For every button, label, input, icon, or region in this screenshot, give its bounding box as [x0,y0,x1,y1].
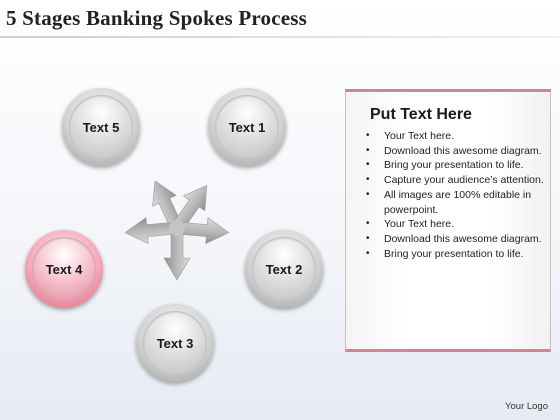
bullet-item: Download this awesome diagram. [364,232,548,247]
logo-text: Your Logo [505,401,548,412]
stage-label-3: Text 3 [156,335,194,351]
stage-label-2: Text 2 [265,261,303,277]
title-divider [0,36,560,38]
page-title: 5 Stages Banking Spokes Process [6,6,308,30]
stage-circle-3[interactable]: Text 3 [136,304,214,382]
stage-label-1: Text 1 [228,119,266,135]
bullet-item: Your Text here. [364,129,548,144]
text-panel: Put Text Here Your Text here. Download t… [345,89,551,352]
stage-circle-1[interactable]: Text 1 [208,88,286,166]
bullet-item: Bring your presentation to life. [364,158,548,173]
stage-label-5: Text 5 [82,119,120,135]
stage-label-4: Text 4 [45,261,83,277]
panel-title: Put Text Here [370,106,472,123]
bullet-item: All images are 100% editable in powerpoi… [364,188,548,217]
bullet-item: Download this awesome diagram. [364,144,548,159]
bullet-item: Capture your audience’s attention. [364,173,548,188]
stage-circle-2[interactable]: Text 2 [245,230,323,308]
bullet-list: Your Text here. Download this awesome di… [364,129,548,261]
spoke-hub [169,220,185,236]
bullet-item: Your Text here. [364,217,548,232]
stage-circle-5[interactable]: Text 5 [62,88,140,166]
stage-circle-4[interactable]: Text 4 [25,230,103,308]
bullet-item: Bring your presentation to life. [364,247,548,262]
